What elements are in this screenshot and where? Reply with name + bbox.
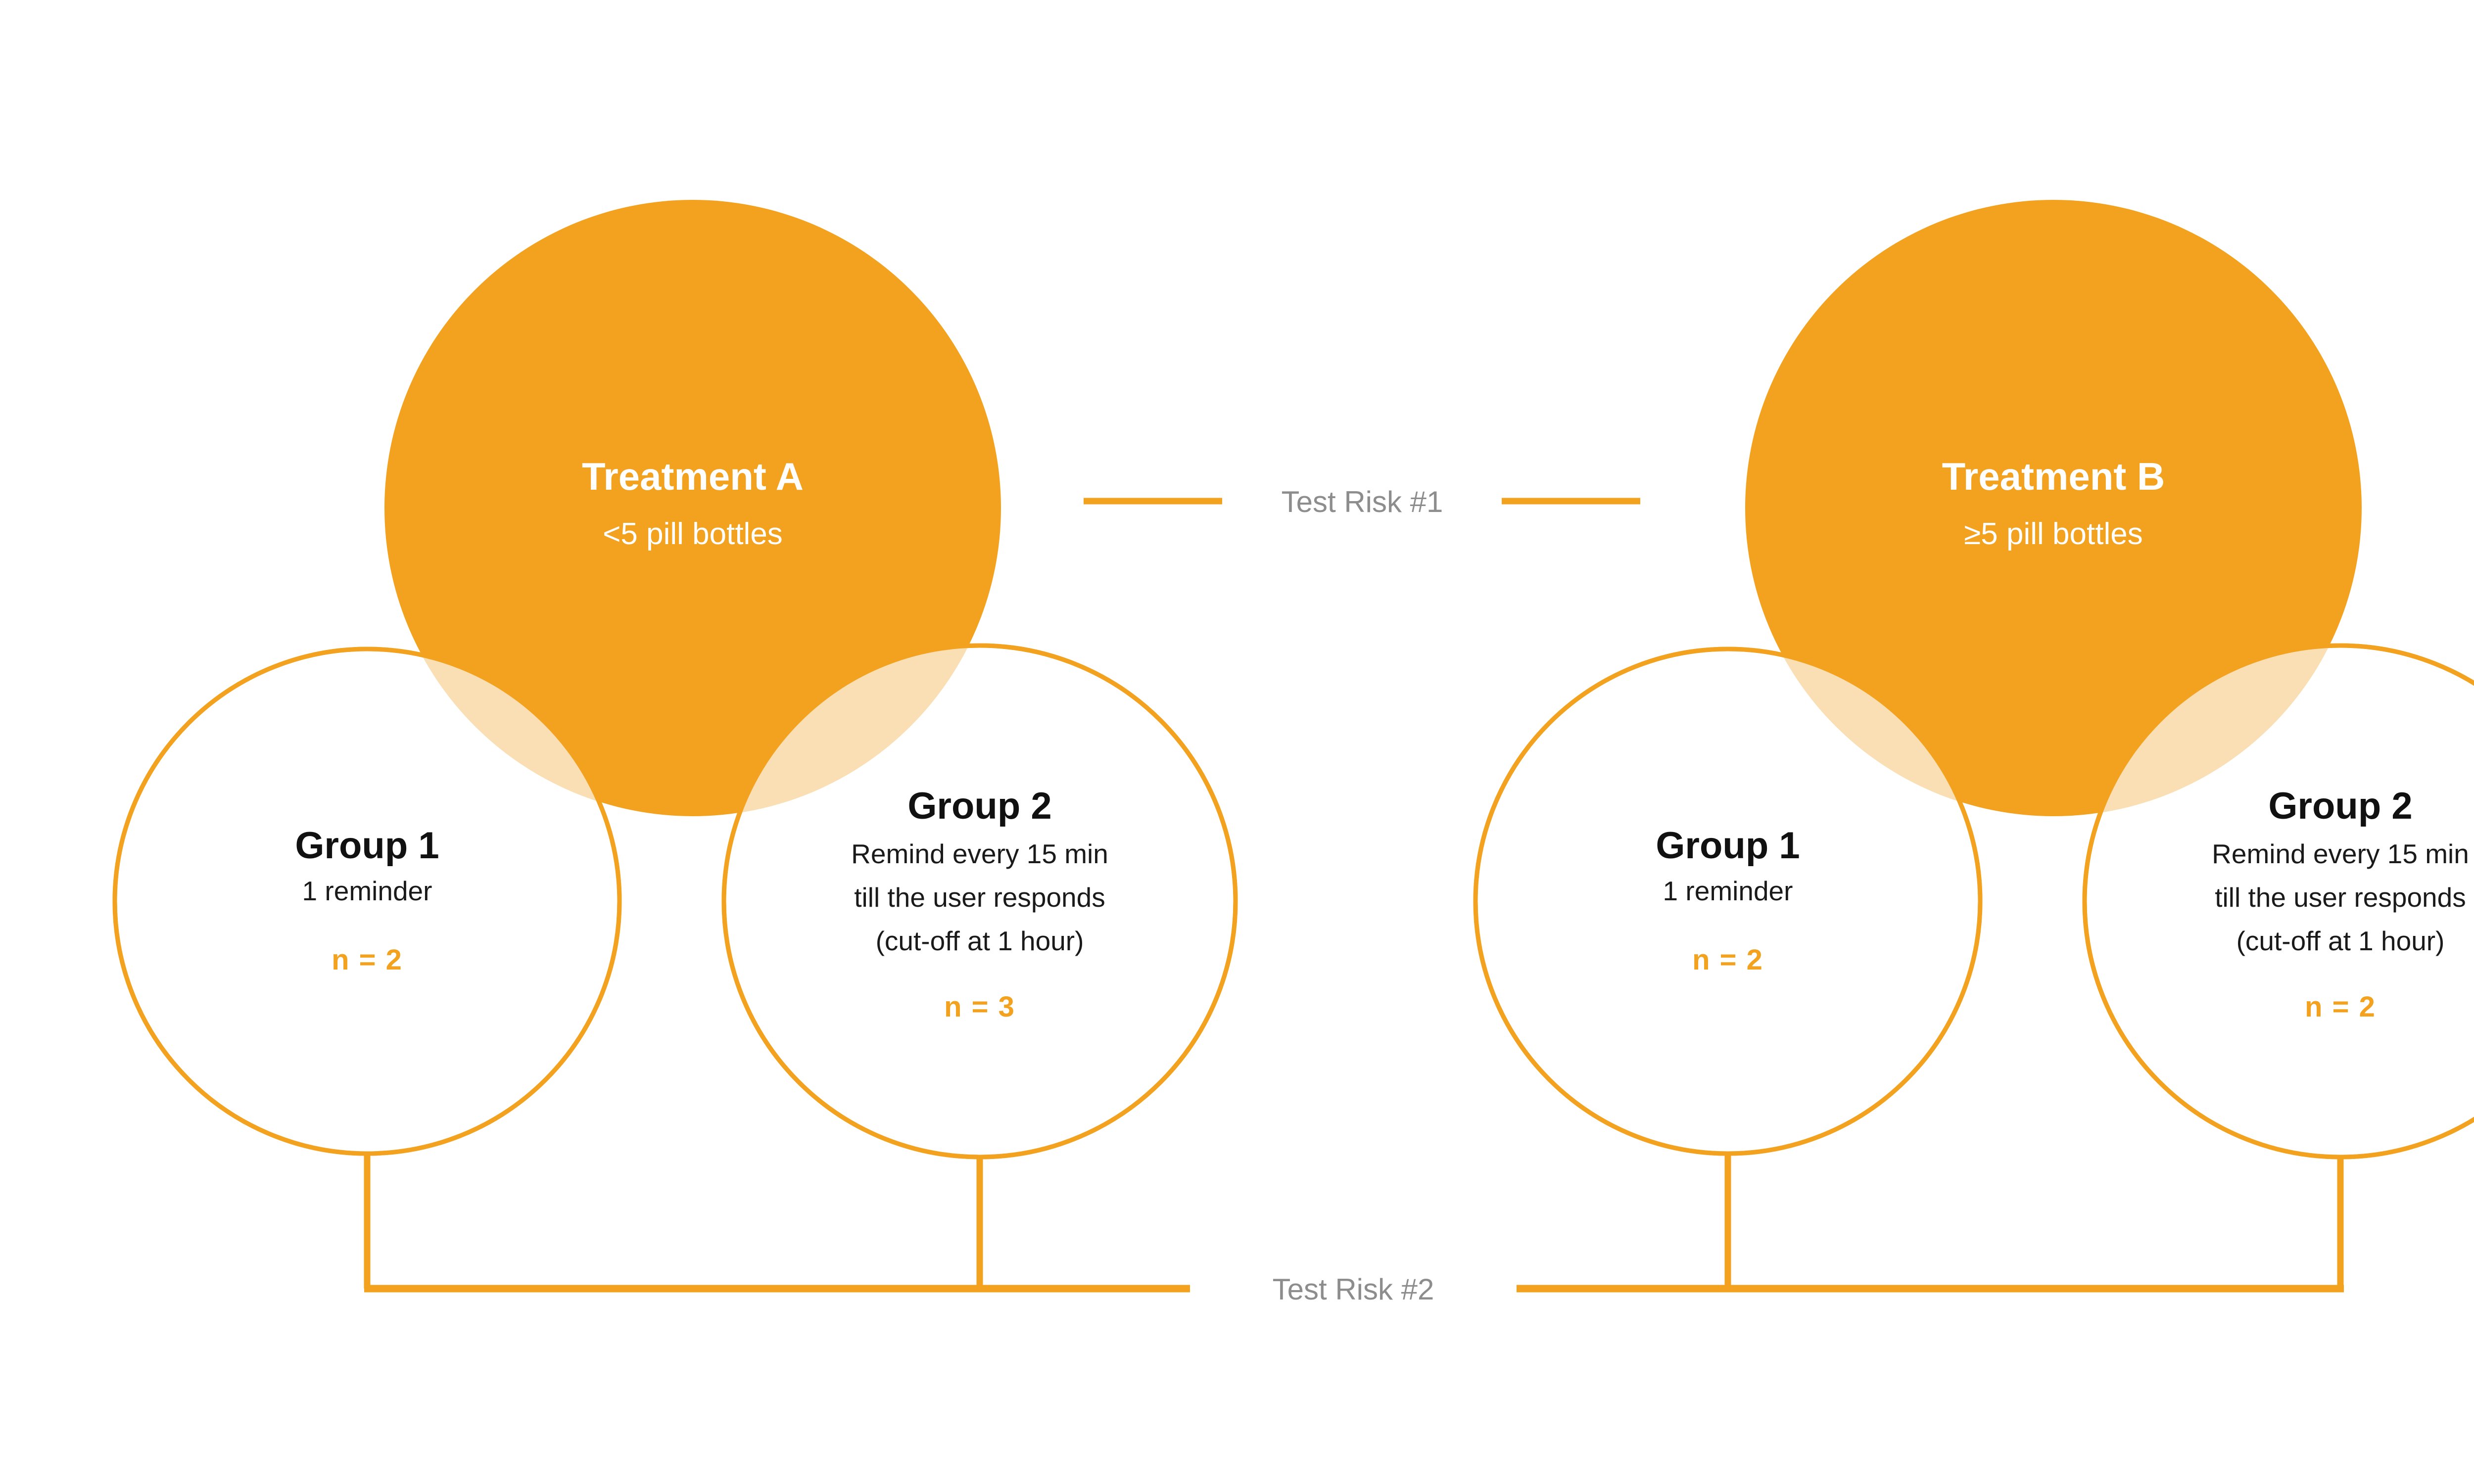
a-group-2-title: Group 2 [907, 785, 1051, 827]
a-group-2-line-0: Remind every 15 min [851, 838, 1108, 869]
a-group-1-n: n = 2 [332, 944, 403, 976]
risk-2-connector[interactable]: Test Risk #2 [1190, 1271, 1517, 1307]
b-group-2-title: Group 2 [2268, 785, 2412, 827]
a-group-1-title: Group 1 [295, 825, 439, 867]
circle-b-group-1-stroke [1473, 647, 1983, 1156]
circle-a-group-1-stroke [112, 647, 622, 1156]
b-group-2-n: n = 2 [2305, 991, 2376, 1023]
risk-2-label-backdrop [1190, 1271, 1517, 1307]
b-group-2-line-2: (cut-off at 1 hour) [2236, 926, 2445, 956]
b-group-1-line-0: 1 reminder [1663, 876, 1793, 906]
a-group-2-line-1: till the user responds [854, 882, 1105, 913]
b-group-2-line-0: Remind every 15 min [2212, 838, 2469, 869]
a-group-1-line-0: 1 reminder [302, 876, 432, 906]
treatment-b-title: Treatment B [1942, 455, 2165, 498]
a-group-2-line-2: (cut-off at 1 hour) [876, 926, 1084, 956]
b-group-2-line-1: till the user responds [2215, 882, 2466, 913]
b-group-1-n: n = 2 [1692, 944, 1763, 976]
risk-2-label: Test Risk #2 [1273, 1273, 1434, 1306]
circle-treatment-b[interactable] [1745, 200, 2362, 816]
bracket-b [1514, 1154, 2344, 1293]
circle-a-group-2-stroke [721, 643, 1238, 1159]
circle-b-group-2-stroke [2082, 643, 2474, 1159]
b-group-1-title: Group 1 [1656, 825, 1800, 867]
circle-treatment-a[interactable] [384, 200, 1001, 816]
risk-1-connector[interactable]: Test Risk #1 [1084, 485, 1640, 518]
treatment-a-title: Treatment A [582, 455, 804, 498]
cluster-b: Treatment B ≥5 pill bottles Group 1 1 re… [1473, 200, 2474, 1293]
treatment-a-criterion: <5 pill bottles [603, 517, 783, 551]
cluster-a: Treatment A <5 pill bottles Group 1 1 re… [112, 200, 1238, 1293]
risk-1-label: Test Risk #1 [1282, 485, 1443, 518]
a-group-2-n: n = 3 [944, 991, 1015, 1023]
bracket-a [364, 1154, 1192, 1293]
treatment-b-criterion: ≥5 pill bottles [1964, 517, 2142, 551]
